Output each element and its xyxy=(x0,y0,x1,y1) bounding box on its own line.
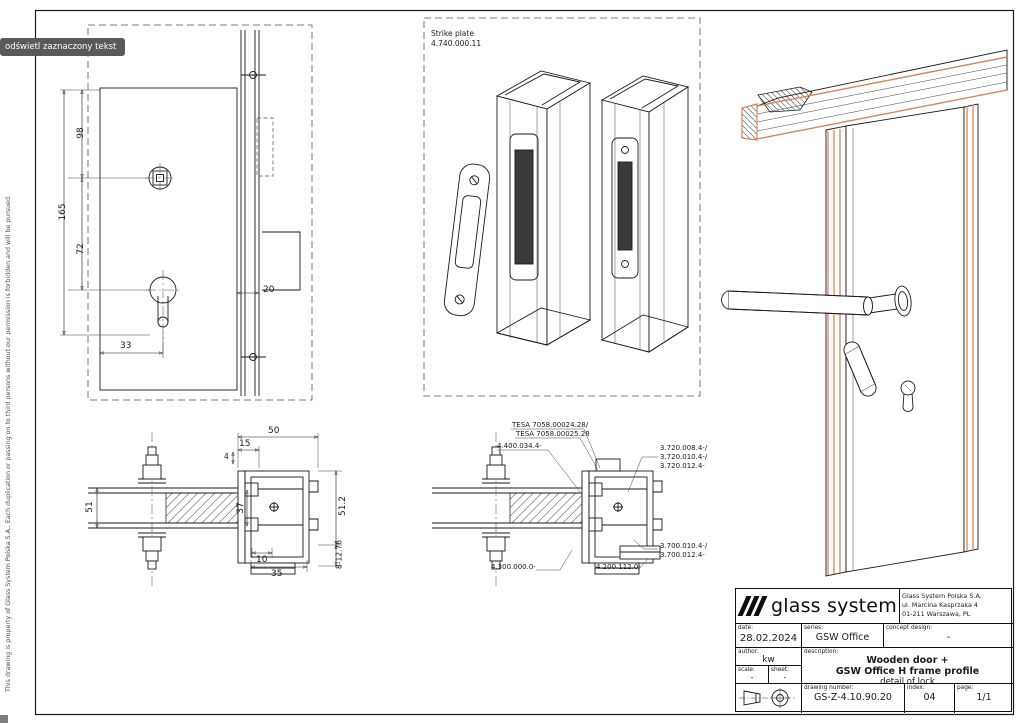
handle-rosette xyxy=(894,285,912,317)
lock-dimensions xyxy=(60,90,259,358)
company-address: Glass System Polska S.A. ul. Marcina Kas… xyxy=(899,589,1013,623)
sheet-value: - xyxy=(783,673,787,682)
dim-8-12-76-label: 8-12.76 xyxy=(334,540,344,569)
dim-20-label: 20 xyxy=(263,285,275,295)
date-cell: date: 28.02.2024 xyxy=(736,623,801,647)
series-label: series: xyxy=(804,625,824,631)
company-line-3: 01-211 Warszawa, PL xyxy=(902,610,971,618)
page-cell: page: 1/1 xyxy=(954,683,1013,713)
scale-label: scale: xyxy=(738,667,755,673)
dim-10-label: 10 xyxy=(256,555,268,565)
description-line-3: detail of lock xyxy=(880,677,935,683)
author-cell: author: kw xyxy=(736,647,801,665)
property-notice: This drawing is property of Glass System… xyxy=(5,195,12,692)
part-3700-label-1: 3.700.010.4-/ xyxy=(660,542,708,550)
dim-4-label: 4 xyxy=(224,452,229,461)
company-line-2: ul. Marcina Kasprzaka 4 xyxy=(902,601,978,609)
description-line-1: Wooden door + xyxy=(866,655,949,666)
detail-boundary xyxy=(87,24,313,401)
part-3720-label-3: 3.720.012.4- xyxy=(660,462,705,470)
index-value: 04 xyxy=(923,692,936,703)
part-4400-label: 4.400.034.4- xyxy=(497,442,542,450)
strike-plate-flat xyxy=(443,163,491,317)
page-value: 1/1 xyxy=(976,692,992,703)
strike-plate-part-number: 4.740.000.11 xyxy=(431,39,482,48)
author-value: kw xyxy=(762,655,775,665)
tesa-lock-part xyxy=(595,458,621,472)
logo-text: glass system xyxy=(771,595,897,617)
tesa-label-2: TESA 7058.00025.28 xyxy=(516,430,590,438)
sheet-border xyxy=(34,9,1015,716)
description-cell: description: Wooden door + GSW Office H … xyxy=(801,647,1013,683)
dim-35-label: 35 xyxy=(271,569,283,579)
scrollbar-corner xyxy=(0,715,8,723)
date-value: 28.02.2024 xyxy=(739,633,798,644)
projection-symbol-cell xyxy=(736,683,801,713)
dim-33-label: 33 xyxy=(120,341,132,351)
dim-98-label: 98 xyxy=(76,127,86,139)
door-slab xyxy=(825,103,979,577)
frame-profile-iso-left xyxy=(495,70,592,346)
dim-51-label: 51 xyxy=(85,501,95,513)
series-value: GSW Office xyxy=(815,632,870,643)
strike-plate-title: Strike plate xyxy=(431,29,474,38)
author-label: author: xyxy=(738,649,759,655)
projection-symbol-icon xyxy=(739,688,796,708)
index-label: index: xyxy=(907,685,925,691)
date-label: date: xyxy=(738,625,754,631)
dim-37-label: 37 xyxy=(236,502,246,514)
page-label: page: xyxy=(957,685,974,691)
concept-design-value: - xyxy=(946,632,951,643)
extra-profile-part xyxy=(619,545,661,560)
lock-front-view xyxy=(60,24,313,401)
tesa-label-1: TESA 7058.00024.28/ xyxy=(512,421,589,429)
frame-profile-iso-right xyxy=(600,75,690,353)
section-view-b xyxy=(432,428,662,586)
concept-design-cell: concept design: - xyxy=(883,623,1013,647)
drawing-number-cell: drawing number: GS-Z-4.10.90.20 xyxy=(801,683,904,713)
detail-boundary xyxy=(423,17,701,397)
section-b-leaders xyxy=(497,428,658,571)
title-block: glass system Glass System Polska S.A. ul… xyxy=(735,588,1013,713)
highlight-selected-text-tooltip[interactable]: odświetl zaznaczony tekst xyxy=(0,38,126,56)
cylinder-hole xyxy=(146,270,180,356)
dim-165-label: 165 xyxy=(58,203,68,221)
scale-cell: scale: - xyxy=(736,665,768,683)
glass-system-logo-icon xyxy=(737,596,768,616)
lock-body xyxy=(99,87,238,391)
dim-15-label: 15 xyxy=(239,439,251,449)
door-top-frame-profile xyxy=(741,49,1008,141)
dim-51-2-label: 51.2 xyxy=(338,495,348,517)
door-3d-view xyxy=(721,49,1008,577)
concept-design-label: concept design: xyxy=(886,625,933,631)
sheet-label: sheet: xyxy=(771,667,790,673)
dim-50-label: 50 xyxy=(268,426,280,436)
section-view-a xyxy=(88,432,342,586)
index-cell: index: 04 xyxy=(904,683,954,713)
part-3700-label-2: 3.700.012.4- xyxy=(660,551,705,559)
description-label: description: xyxy=(804,649,839,655)
drawing-number-label: drawing number: xyxy=(804,685,854,691)
company-line-1: Glass System Polska S.A. xyxy=(902,592,982,600)
part-3720-label-2: 3.720.010.4-/ xyxy=(660,453,708,461)
door-handle xyxy=(721,285,912,397)
series-cell: series: GSW Office xyxy=(801,623,883,647)
part-4200-label: 4.200.112.0- xyxy=(596,563,641,571)
description-line-2: GSW Office H frame profile xyxy=(835,665,980,677)
faceplate-screws xyxy=(241,71,266,361)
door-cylinder xyxy=(900,380,916,412)
dim-72-label: 72 xyxy=(76,243,86,255)
scale-value: - xyxy=(750,673,754,682)
part-4300-label: 4.300.000.0- xyxy=(491,563,536,571)
sheet-cell: sheet: - xyxy=(768,665,801,683)
strike-plate-view xyxy=(423,17,701,397)
logo-cell: glass system xyxy=(736,589,899,623)
part-3720-label-1: 3.720.008.4-/ xyxy=(660,444,708,452)
section-a-dimensions xyxy=(97,433,342,572)
drawing-number-value: GS-Z-4.10.90.20 xyxy=(814,692,892,703)
